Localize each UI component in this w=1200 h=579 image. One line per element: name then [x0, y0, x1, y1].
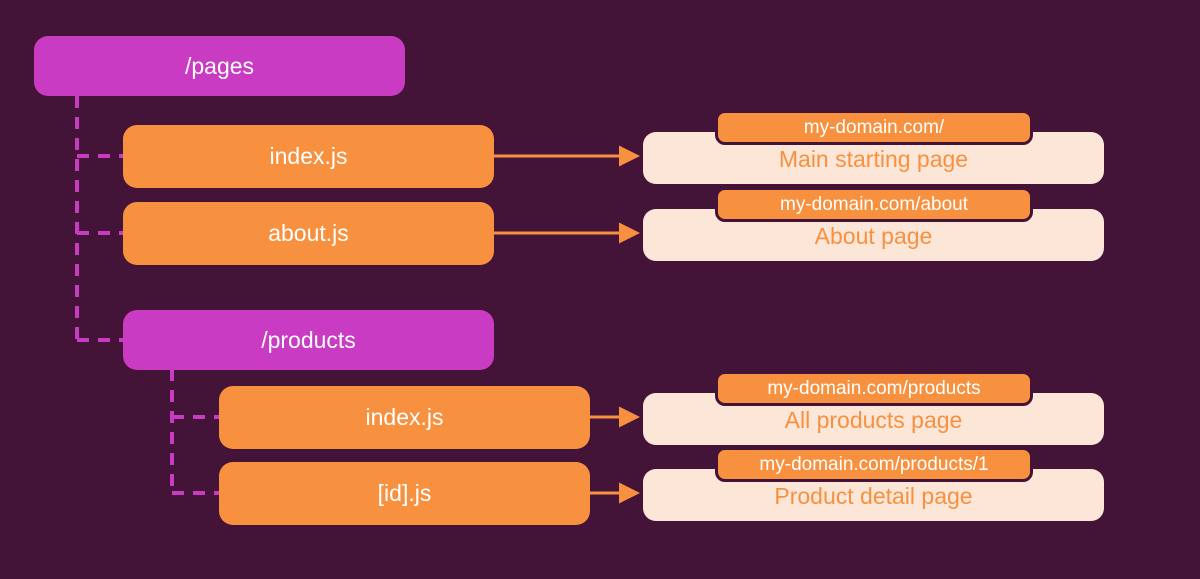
url-chip-about-text: my-domain.com/about [780, 193, 968, 215]
url-chip-home-text: my-domain.com/ [803, 116, 945, 138]
result-description-about: About page [814, 223, 933, 249]
url-chip-product-detail-text: my-domain.com/products/1 [759, 453, 989, 475]
node-pages-about-file[interactable]: about.js [123, 202, 494, 265]
result-description-product-detail: Product detail page [774, 483, 973, 509]
node-products-index-file-label: index.js [365, 404, 444, 430]
url-chip-product-detail[interactable]: my-domain.com/products/1 [715, 447, 1033, 482]
node-pages-about-file-label: about.js [268, 220, 349, 246]
result-description-home: Main starting page [778, 146, 969, 172]
node-pages-index-file[interactable]: index.js [123, 125, 494, 188]
url-chip-about[interactable]: my-domain.com/about [715, 187, 1033, 222]
pages-branch-connectors [75, 96, 123, 342]
node-products-index-file[interactable]: index.js [219, 386, 590, 449]
result-description-products: All products page [784, 407, 963, 433]
node-products-folder-label: /products [261, 326, 356, 353]
node-products-id-file[interactable]: [id].js [219, 462, 590, 525]
products-branch-connectors [170, 369, 219, 495]
url-chip-products[interactable]: my-domain.com/products [715, 371, 1033, 406]
node-pages-folder-label: /pages [184, 52, 255, 79]
node-products-id-file-label: [id].js [377, 480, 432, 506]
node-products-folder[interactable]: /products [123, 310, 494, 370]
url-chip-home[interactable]: my-domain.com/ [715, 110, 1033, 145]
node-pages-folder[interactable]: /pages [34, 36, 405, 96]
node-pages-index-file-label: index.js [269, 143, 348, 169]
url-chip-products-text: my-domain.com/products [767, 377, 981, 399]
